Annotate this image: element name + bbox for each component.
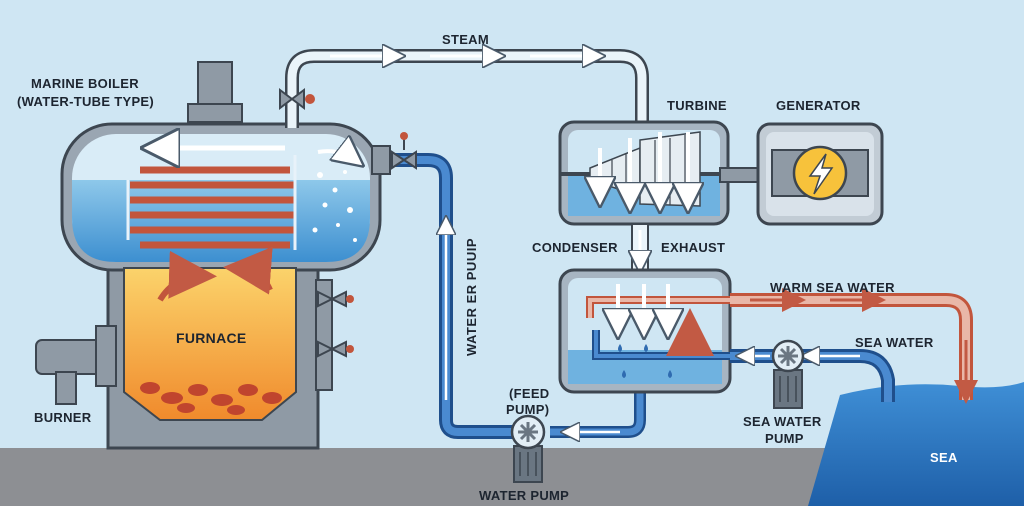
water-pump-vertical-label: WATER ER PUUIP xyxy=(464,238,479,356)
steam-valve[interactable] xyxy=(279,88,315,110)
marine-boiler xyxy=(35,61,382,450)
sea-water-pump[interactable] xyxy=(771,339,805,409)
sea-water-pump-label-line1: SEA WATER xyxy=(743,414,822,429)
burner-label: BURNER xyxy=(34,410,92,425)
generator xyxy=(756,122,884,226)
water-pump-label: WATER PUMP xyxy=(479,488,570,503)
turbine-label: TURBINE xyxy=(667,98,727,113)
lightning-bolt-icon xyxy=(808,153,834,195)
sea-water-pump-label-line2: PUMP xyxy=(765,431,804,446)
condenser-label: CONDENSER xyxy=(532,240,618,255)
furnace-label: FURNACE xyxy=(176,330,247,346)
feed-pump-label-line2: PUMP) xyxy=(506,402,550,417)
sea-label: SEA xyxy=(930,450,958,465)
feed-valve[interactable] xyxy=(371,132,417,175)
boiler-label-line1: MARINE BOILER xyxy=(31,76,139,91)
feed-pump-label-line1: (FEED xyxy=(509,386,550,401)
boiler-label-line2: (WATER-TUBE TYPE) xyxy=(17,94,155,109)
sea-water-label: SEA WATER xyxy=(855,335,934,350)
exhaust-label: EXHAUST xyxy=(661,240,726,255)
warm-sea-water-label: WARM SEA WATER xyxy=(770,280,895,295)
turbine xyxy=(558,120,760,226)
sea xyxy=(808,382,1024,506)
steam-pipe xyxy=(285,49,649,128)
generator-label: GENERATOR xyxy=(776,98,861,113)
steam-label: STEAM xyxy=(442,32,489,47)
condenser xyxy=(558,268,732,394)
feed-pump[interactable] xyxy=(510,414,546,483)
